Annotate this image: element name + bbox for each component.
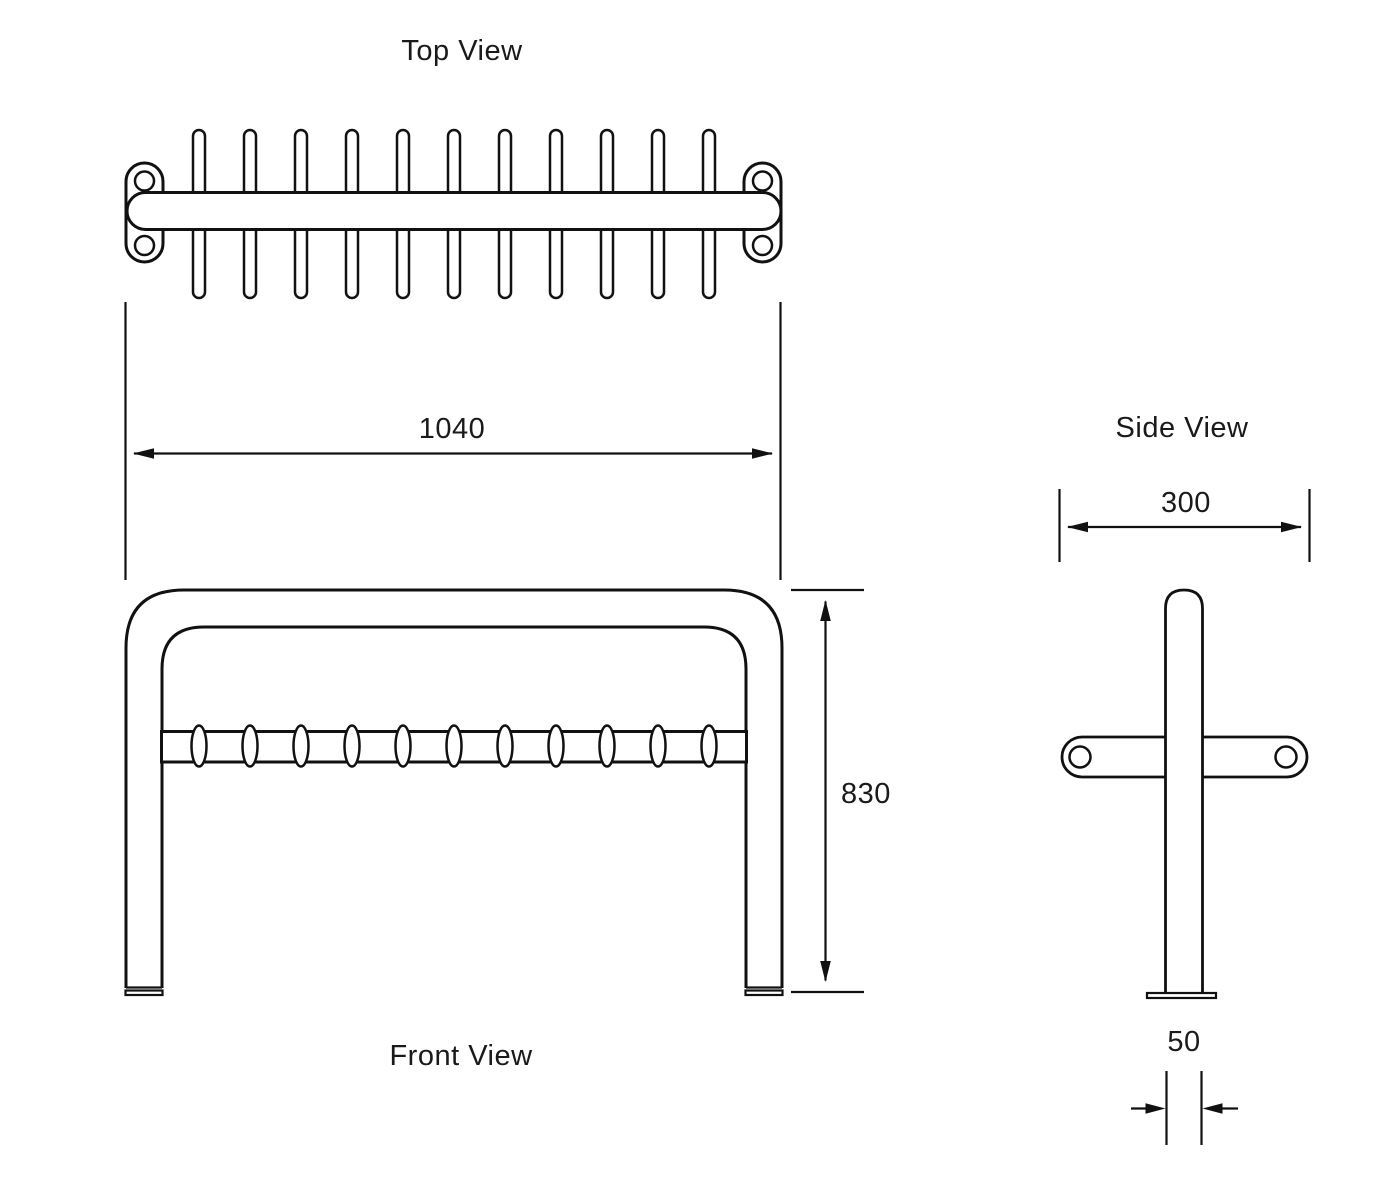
arrowhead-down [820,961,831,982]
front-view-prongs [190,724,718,768]
front-view-prong [496,724,514,768]
frame-outer-outline [124,588,784,988]
bolt-hole [751,170,774,192]
side-view-base-plate [1145,991,1218,1000]
arrowhead-left [1067,521,1088,533]
width-dimension: 1040 [124,302,782,580]
front-view-prong [649,724,667,768]
depth-dimension-label: 300 [1161,487,1211,519]
front-view-prong [190,724,208,768]
front-view: Front View [124,588,784,1072]
bolt-hole [1068,745,1092,769]
height-dimension-label: 830 [841,778,891,810]
front-view-prong [598,724,616,768]
height-dimension: 830 [791,588,891,994]
side-view-title: Side View [1116,412,1249,444]
front-view-prong [547,724,565,768]
post-width-dimension-label: 50 [1167,1026,1200,1058]
arrowhead-right [752,448,773,459]
frame-inner-outline [160,625,748,988]
bolt-hole [1274,745,1298,769]
side-view: Side View 300 50 [1058,412,1311,1145]
top-view-rail [125,191,783,231]
bolt-hole [133,170,156,192]
top-view-title: Top View [401,35,523,67]
depth-dimension: 300 [1058,487,1311,562]
front-view-title: Front View [389,1040,533,1072]
arrowhead-left [1202,1103,1223,1114]
post-width-dimension: 50 [1131,1026,1238,1145]
front-view-prong [241,724,259,768]
top-view: Top View [124,35,783,300]
front-view-prong [292,724,310,768]
side-view-post [1164,588,1204,993]
front-view-prong [394,724,412,768]
left-foot-plate [124,989,164,997]
front-view-prong [445,724,463,768]
arrowhead-up [820,600,831,621]
bolt-hole [751,234,774,257]
front-view-prong [343,724,361,768]
arrowhead-right [1145,1103,1166,1114]
right-foot-plate [744,989,784,997]
bolt-hole [133,234,156,257]
arrowhead-left [133,448,154,459]
arrowhead-right [1281,521,1302,533]
front-view-prong [700,724,718,768]
width-dimension-label: 1040 [419,413,486,445]
